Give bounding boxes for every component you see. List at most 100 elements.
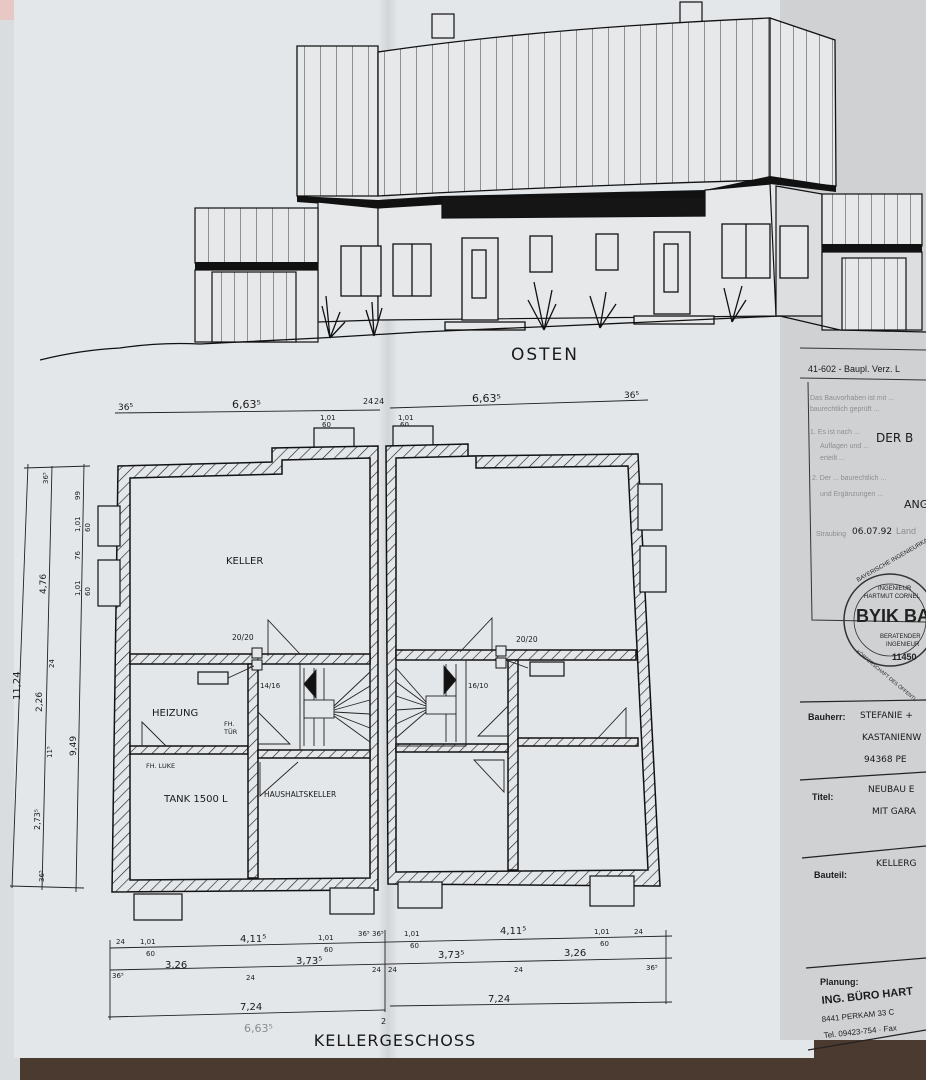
svg-text:2. Der ... baurechtlich ...: 2. Der ... baurechtlich ... <box>812 475 886 482</box>
bauteil-label: Bauteil: <box>814 870 847 880</box>
svg-text:2: 2 <box>381 1017 386 1026</box>
room-label-tank: TANK 1500 L <box>163 794 228 805</box>
door-swings <box>141 616 627 798</box>
svg-text:60: 60 <box>600 940 609 948</box>
svg-text:36⁵: 36⁵ <box>38 870 46 882</box>
svg-text:4,11⁵: 4,11⁵ <box>240 934 266 945</box>
svg-text:1,01: 1,01 <box>140 938 156 946</box>
svg-text:erteilt ...: erteilt ... <box>820 455 845 462</box>
room-label-keller: KELLER <box>226 556 263 567</box>
elevation-doors <box>444 231 715 331</box>
dim-top-left-edge: 36⁵ <box>118 403 133 413</box>
svg-text:1. Es ist nach ...: 1. Es ist nach ... <box>810 429 860 436</box>
staircase-left <box>299 663 371 751</box>
approval-stamp-1: DER B <box>876 431 913 445</box>
ground-line <box>39 315 926 361</box>
svg-text:KASTANIENW: KASTANIENW <box>862 733 921 743</box>
svg-text:60: 60 <box>146 950 155 958</box>
staircase-right <box>395 659 467 747</box>
title-block: 41-602 - Baupl. Verz. L Das Bauvorhaben … <box>799 347 926 1051</box>
planung-label: Planung: <box>820 977 859 987</box>
svg-text:baurechtlich geprüft ...: baurechtlich geprüft ... <box>810 406 879 413</box>
svg-text:11450: 11450 <box>892 652 917 662</box>
svg-text:1,01: 1,01 <box>318 934 334 942</box>
approval-stamp-2: ANGRE <box>904 498 926 511</box>
chimney-label-left: 20/20 <box>232 633 254 642</box>
svg-text:1,01: 1,01 <box>74 516 82 532</box>
basement-floor-plan: 36⁵ 6,63⁵ 24 24 6,63⁵ 36⁵ 1,01 60 1,01 6… <box>9 391 673 1050</box>
roof-main <box>377 17 771 197</box>
svg-text:Tel. 09423-754 · Fax: Tel. 09423-754 · Fax <box>823 1023 897 1040</box>
svg-text:MIT GARA: MIT GARA <box>872 807 917 817</box>
garage-door-left <box>211 271 297 343</box>
dim-top-mid-a: 24 <box>363 397 373 406</box>
svg-text:NEUBAU E: NEUBAU E <box>868 785 915 795</box>
approval-date: 06.07.92 <box>852 527 892 537</box>
chimney-left <box>431 13 455 39</box>
svg-text:4,11⁵: 4,11⁵ <box>500 926 526 937</box>
boiler-left <box>197 671 229 685</box>
plan-windows <box>97 483 667 921</box>
svg-text:9,49: 9,49 <box>69 736 79 756</box>
dim-top-mid-b: 24 <box>374 397 384 406</box>
svg-text:Auflagen und ...: Auflagen und ... <box>820 443 869 450</box>
svg-text:ING. BÜRO HART: ING. BÜRO HART <box>821 984 914 1007</box>
top-dimension-chain: 36⁵ 6,63⁵ 24 24 6,63⁵ 36⁵ 1,01 60 1,01 6… <box>114 391 649 429</box>
garage-right-roof <box>821 193 923 247</box>
elevation-windows <box>340 223 809 297</box>
svg-text:INGENIEUR: INGENIEUR <box>878 586 912 592</box>
left-dimension-chain: 11,24 36⁵ 4,76 24 2,26 11⁵ 2,73⁵ 36⁵ 99 … <box>9 463 92 893</box>
plants <box>321 281 747 339</box>
engineer-seal: BAYERISCHE INGENIEURKA KÖRPERSCHAFT DES … <box>843 538 926 703</box>
walls-right-unit <box>385 443 661 887</box>
svg-text:Land: Land <box>896 526 916 536</box>
svg-text:und Ergänzungen ...: und Ergänzungen ... <box>820 491 883 498</box>
svg-text:60: 60 <box>400 421 409 429</box>
garage-door-right <box>841 257 907 331</box>
svg-text:Das Bauvorhaben ist mit ...: Das Bauvorhaben ist mit ... <box>810 395 894 402</box>
room-label-heizung: HEIZUNG <box>152 708 198 719</box>
floor-plan-title: KELLERGESCHOSS <box>314 1031 476 1050</box>
room-label-haushaltskeller: HAUSHALTSKELLER <box>264 790 336 799</box>
svg-text:24: 24 <box>246 974 255 982</box>
svg-text:3,26: 3,26 <box>165 960 187 971</box>
bauherr-label: Bauherr: <box>808 712 846 722</box>
svg-text:1,01: 1,01 <box>594 928 610 936</box>
svg-text:STEFANIE +: STEFANIE + <box>860 711 913 721</box>
svg-text:1,01: 1,01 <box>320 414 336 422</box>
label-fh-luke: FH. LUKE <box>146 762 175 770</box>
svg-text:11⁵: 11⁵ <box>46 746 54 758</box>
svg-text:24: 24 <box>116 938 125 946</box>
svg-text:60: 60 <box>84 587 92 596</box>
svg-text:HARTMUT CORNEL: HARTMUT CORNEL <box>864 594 920 600</box>
flue-label-right: 16/10 <box>468 682 488 690</box>
walls-left-unit <box>111 445 379 893</box>
svg-text:24: 24 <box>372 966 381 974</box>
svg-text:24: 24 <box>514 966 523 974</box>
svg-text:24: 24 <box>634 928 643 936</box>
bottom-dimension-chain: 24 1,01 60 4,11⁵ 1,01 60 36⁵ 36⁵ 1,01 60… <box>107 926 673 1035</box>
svg-text:2,26: 2,26 <box>35 692 45 712</box>
svg-text:8441 PERKAM 33 C: 8441 PERKAM 33 C <box>821 1007 895 1024</box>
titel-label: Titel: <box>812 792 833 802</box>
svg-text:BYIK BA: BYIK BA <box>856 606 926 626</box>
dim-top-right-edge: 36⁵ <box>624 391 639 401</box>
svg-text:Straubing: Straubing <box>816 531 846 538</box>
svg-text:4,76: 4,76 <box>39 574 49 594</box>
svg-text:1,01: 1,01 <box>74 580 82 596</box>
dim-top-left-span: 6,63⁵ <box>232 398 261 411</box>
svg-text:11,24: 11,24 <box>12 671 23 700</box>
garage-left-roof <box>194 207 319 264</box>
flue-label-left: 14/16 <box>260 682 281 690</box>
svg-text:36⁵: 36⁵ <box>646 964 658 972</box>
svg-text:7,24: 7,24 <box>240 1002 262 1013</box>
label-fh-tuer-2: TÜR <box>223 727 238 736</box>
svg-text:1,01: 1,01 <box>404 930 420 938</box>
svg-text:BERATENDER: BERATENDER <box>880 634 921 640</box>
svg-text:60: 60 <box>322 421 331 429</box>
eave-shadow <box>442 198 705 218</box>
svg-text:24: 24 <box>388 966 397 974</box>
chimney-label-right: 20/20 <box>516 635 538 644</box>
svg-text:3,73⁵: 3,73⁵ <box>296 956 322 967</box>
